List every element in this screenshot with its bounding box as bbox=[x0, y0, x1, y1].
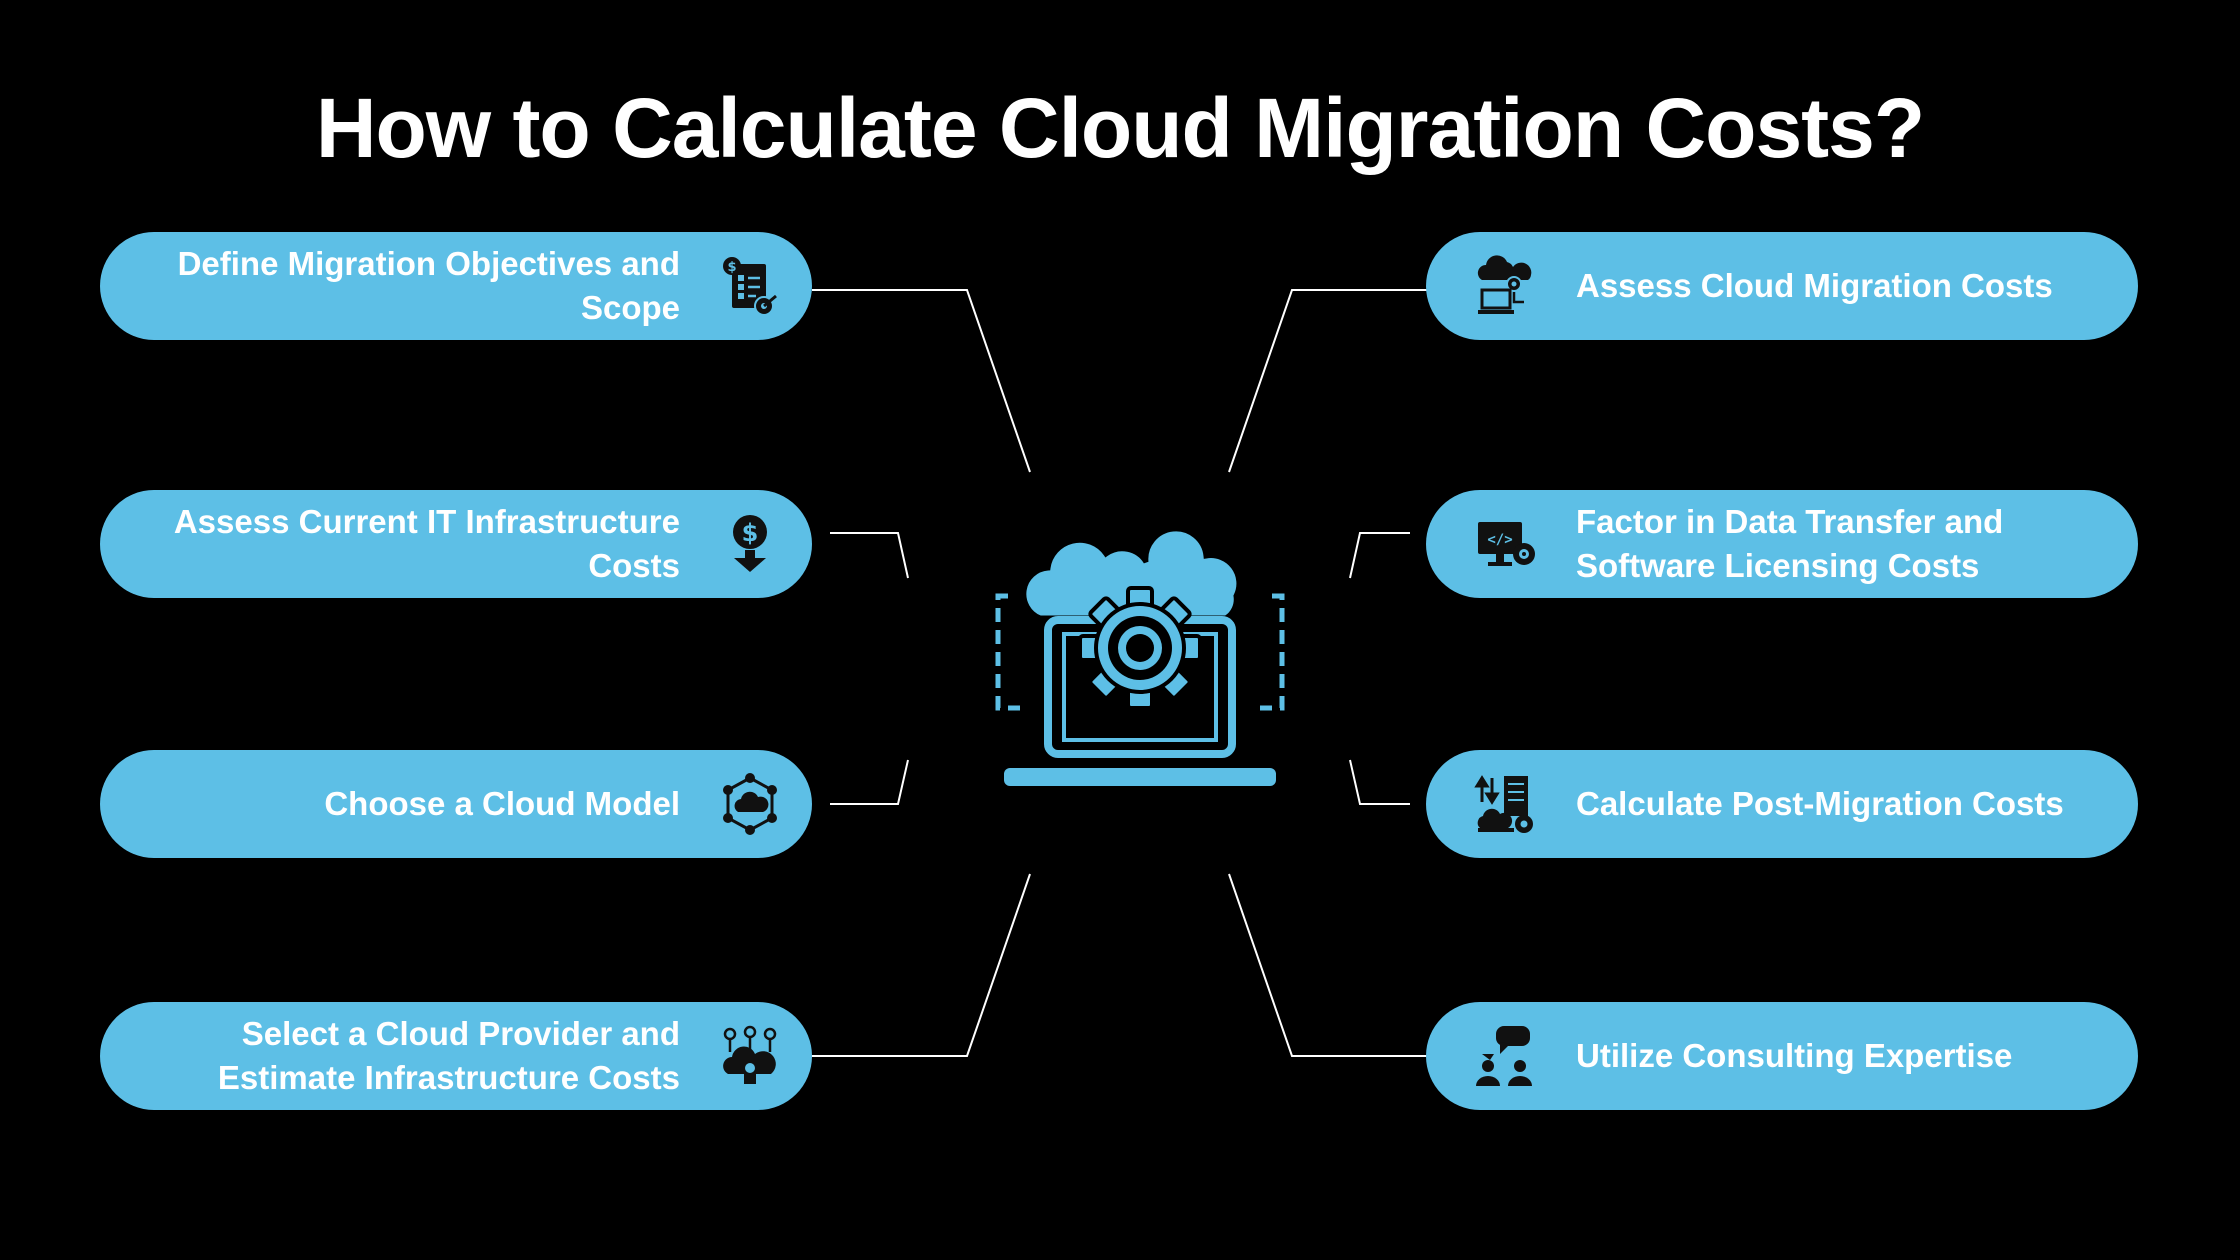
step-post-migration-costs: Calculate Post-Migration Costs bbox=[1426, 750, 2138, 858]
server-transfer-icon bbox=[1474, 775, 1533, 833]
cloud-network-icon bbox=[723, 773, 777, 835]
consultation-icon bbox=[1476, 1026, 1532, 1086]
connector-right-4 bbox=[1228, 873, 1428, 1057]
code-monitor-gear-icon: </> bbox=[1478, 522, 1535, 566]
cloud-laptop-gear-icon bbox=[1477, 255, 1532, 314]
step-define-objectives: Define Migration Objectives and Scope $ bbox=[100, 232, 812, 340]
step-label: Choose a Cloud Model bbox=[324, 785, 680, 822]
connector-left-2 bbox=[830, 532, 909, 579]
checklist-dollar-icon: $ bbox=[723, 257, 777, 316]
svg-text:</>: </> bbox=[1487, 532, 1512, 548]
step-label: Calculate Post-Migration Costs bbox=[1576, 785, 2064, 822]
step-select-provider: Select a Cloud Provider and Estimate Inf… bbox=[100, 1002, 812, 1110]
connector-right-3 bbox=[1349, 759, 1410, 805]
step-label: Utilize Consulting Expertise bbox=[1576, 1037, 2013, 1074]
step-assess-current-costs: Assess Current IT Infrastructure Costs $ bbox=[100, 490, 812, 598]
step-consulting-expertise: Utilize Consulting Expertise bbox=[1426, 1002, 2138, 1110]
step-choose-cloud-model: Choose a Cloud Model bbox=[100, 750, 812, 858]
connector-right-2 bbox=[1349, 532, 1410, 579]
step-label: Factor in Data Transfer and Software Lic… bbox=[1576, 503, 2004, 584]
step-label: Assess Cloud Migration Costs bbox=[1576, 267, 2053, 304]
step-label: Assess Current IT Infrastructure Costs bbox=[173, 503, 680, 584]
svg-text:$: $ bbox=[727, 260, 736, 275]
connector-left-4 bbox=[812, 873, 1031, 1057]
connector-left-3 bbox=[830, 759, 909, 805]
cloud-laptop-gear-icon bbox=[995, 528, 1285, 786]
dollar-download-icon: $ bbox=[733, 515, 767, 572]
connector-left-1 bbox=[812, 289, 1031, 473]
connector-right-1 bbox=[1228, 289, 1428, 473]
svg-text:$: $ bbox=[742, 519, 759, 547]
page-title: How to Calculate Cloud Migration Costs? bbox=[315, 81, 1925, 175]
step-data-transfer-licensing: Factor in Data Transfer and Software Lic… bbox=[1426, 490, 2138, 598]
step-label: Define Migration Objectives and Scope bbox=[177, 245, 680, 326]
cloud-users-icon bbox=[723, 1025, 777, 1084]
step-assess-migration-costs: Assess Cloud Migration Costs bbox=[1426, 232, 2138, 340]
step-label: Select a Cloud Provider and Estimate Inf… bbox=[217, 1015, 680, 1096]
